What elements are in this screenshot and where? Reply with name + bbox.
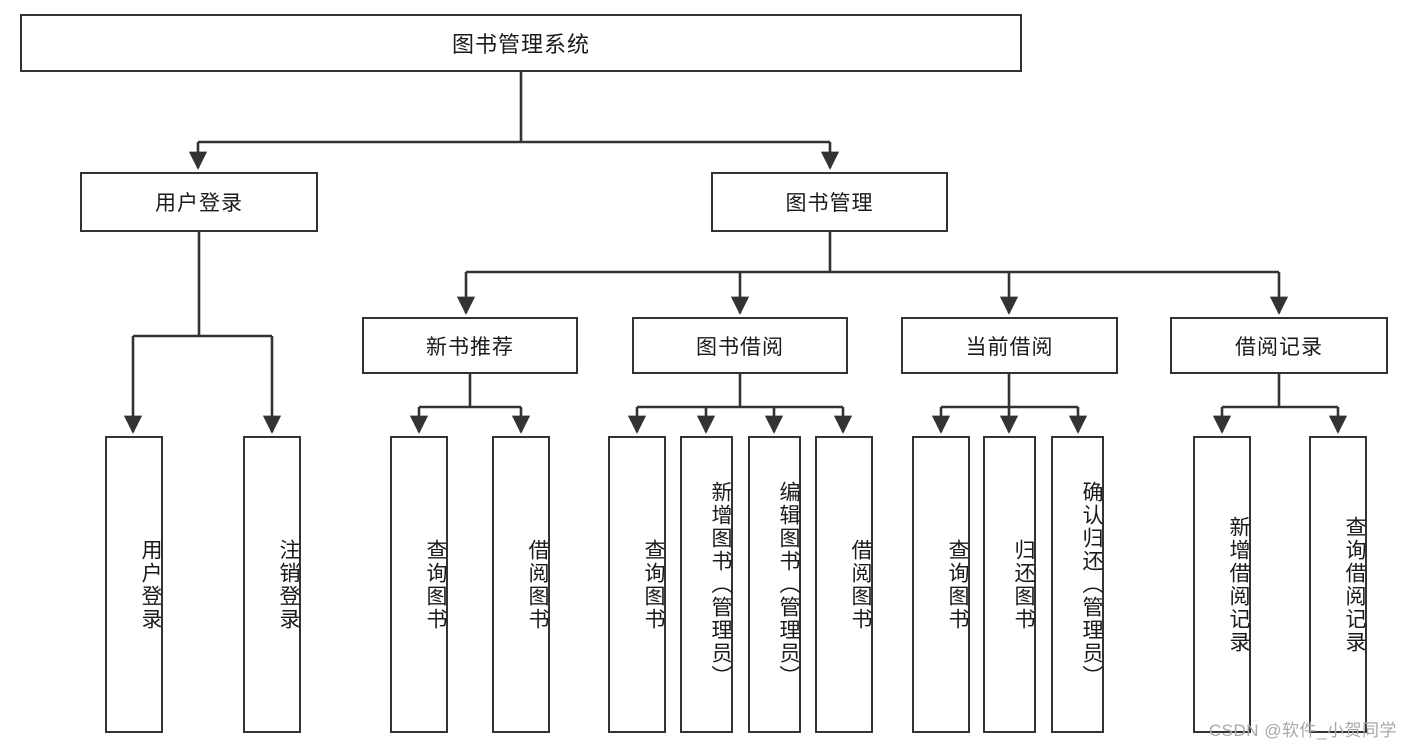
leaf-new-book-query[interactable]: 查询图书 (390, 436, 448, 733)
leaf-user-login[interactable]: 用户登录 (105, 436, 163, 733)
node-book-management[interactable]: 图书管理 (711, 172, 948, 232)
node-label: 查询借阅记录 (1343, 515, 1366, 654)
node-label: 查询图书 (642, 538, 665, 631)
node-label: 查询图书 (946, 538, 969, 631)
leaf-records-add[interactable]: 新增借阅记录 (1193, 436, 1251, 733)
node-label: 查询图书 (424, 538, 447, 631)
node-label: 确认归还（管理员） (1080, 481, 1103, 688)
leaf-new-book-borrow[interactable]: 借阅图书 (492, 436, 550, 733)
leaf-current-return-book[interactable]: 归还图书 (983, 436, 1036, 733)
node-label: 编辑图书（管理员） (777, 481, 800, 688)
node-label: 注销登录 (277, 538, 300, 631)
node-label: 借阅记录 (1235, 335, 1323, 359)
node-root-library-system[interactable]: 图书管理系统 (20, 14, 1022, 72)
leaf-borrow-add-book-admin[interactable]: 新增图书（管理员） (680, 436, 733, 733)
leaf-borrow-query[interactable]: 查询图书 (608, 436, 666, 733)
node-label: 归还图书 (1012, 538, 1035, 631)
leaf-current-query[interactable]: 查询图书 (912, 436, 970, 733)
node-book-borrow[interactable]: 图书借阅 (632, 317, 848, 374)
leaf-borrow-borrow-book[interactable]: 借阅图书 (815, 436, 873, 733)
node-label: 新书推荐 (426, 335, 514, 359)
leaf-logout[interactable]: 注销登录 (243, 436, 301, 733)
watermark: CSDN @软件_小贺同学 (1208, 721, 1397, 740)
leaf-records-query[interactable]: 查询借阅记录 (1309, 436, 1367, 733)
leaf-borrow-edit-book-admin[interactable]: 编辑图书（管理员） (748, 436, 801, 733)
node-label: 借阅图书 (849, 538, 872, 631)
node-label: 新增借阅记录 (1227, 515, 1250, 654)
leaf-current-confirm-return-admin[interactable]: 确认归还（管理员） (1051, 436, 1104, 733)
node-label: 图书管理 (785, 192, 874, 215)
node-borrow-records[interactable]: 借阅记录 (1170, 317, 1388, 374)
node-label: 图书借阅 (696, 335, 784, 359)
node-label: 当前借阅 (965, 335, 1054, 359)
node-label: 用户登录 (155, 192, 243, 215)
node-label: 用户登录 (139, 538, 162, 631)
node-label: 新增图书（管理员） (709, 481, 732, 688)
node-label: 图书管理系统 (451, 32, 590, 57)
node-current-borrow[interactable]: 当前借阅 (901, 317, 1118, 374)
node-label: 借阅图书 (526, 538, 549, 631)
node-user-login[interactable]: 用户登录 (80, 172, 318, 232)
node-new-book-recommend[interactable]: 新书推荐 (362, 317, 578, 374)
